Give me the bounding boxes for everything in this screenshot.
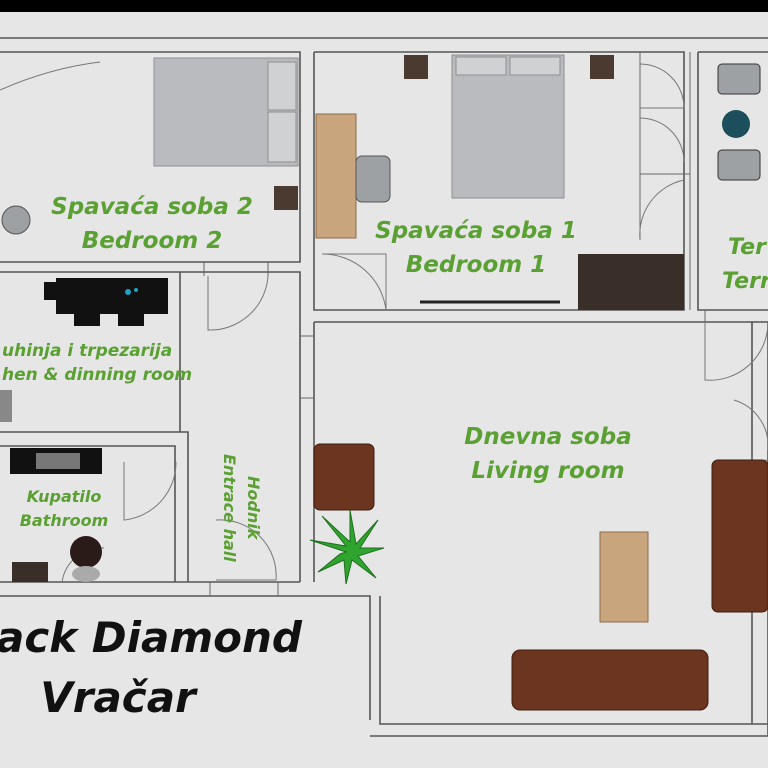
bedroom-1-furniture (315, 54, 684, 310)
dining-table (56, 278, 168, 314)
office-chair (355, 155, 391, 203)
nightstand (590, 55, 614, 79)
pillow (267, 111, 297, 163)
appliance (0, 390, 12, 422)
wardrobe (578, 254, 684, 310)
room-label-bedroom-1-en: Bedroom 1 (406, 252, 547, 278)
pillow (267, 61, 297, 111)
bathroom-furniture (10, 448, 102, 582)
room-label-terrace-local: Ter (728, 235, 767, 260)
plan-title-line-1: ack Diamond (0, 613, 303, 662)
plant (309, 509, 385, 585)
room-label-bathroom-local: Kupatilo (27, 487, 102, 506)
room-label-bedroom-2-en: Bedroom 2 (82, 228, 223, 254)
room-label-hallway-en: Entrace hall (220, 454, 239, 562)
sofa (711, 459, 768, 613)
toilet (70, 536, 102, 568)
walls (0, 37, 768, 737)
plan-title-line-2: Vračar (40, 673, 198, 722)
room-label-living-local: Dnevna soba (464, 424, 631, 450)
dining-chair (44, 282, 62, 300)
floor-plan: Spavaća soba 2 Bedroom 2 Spavaća soba 1 … (0, 37, 768, 737)
room-label-bedroom-2-local: Spavaća soba 2 (51, 194, 253, 220)
bed (451, 54, 565, 199)
room-label-kitchen-local: uhinja i trpezarija (2, 341, 172, 361)
room-label-kitchen-en: hen & dinning room (2, 365, 192, 385)
bath-cabinet (12, 562, 48, 582)
pillow (509, 56, 561, 76)
dining-chair (118, 308, 144, 326)
terrace-chair (717, 63, 761, 95)
living-room-furniture (309, 443, 768, 711)
sink (36, 453, 80, 469)
nightstand (274, 186, 298, 210)
chair (1, 205, 31, 235)
terrace-furniture (717, 63, 761, 181)
room-label-living-en: Living room (471, 458, 624, 484)
terrace-table (722, 110, 750, 138)
kitchen-furniture (0, 278, 168, 422)
room-label-bathroom-en: Bathroom (20, 511, 109, 530)
top-black-bar (0, 0, 768, 12)
room-label-hallway-local: Hodnik (244, 476, 263, 541)
room-label-bedroom-1-local: Spavaća soba 1 (375, 218, 577, 244)
armchair (313, 443, 375, 511)
nightstand (404, 55, 428, 79)
sofa (511, 649, 709, 711)
room-label-terrace-en: Terr (722, 269, 768, 294)
coffee-table (599, 531, 649, 623)
dining-chair (74, 308, 100, 326)
terrace-chair (717, 149, 761, 181)
desk (315, 113, 357, 239)
pillow (455, 56, 507, 76)
bedroom-2-furniture (1, 57, 299, 235)
